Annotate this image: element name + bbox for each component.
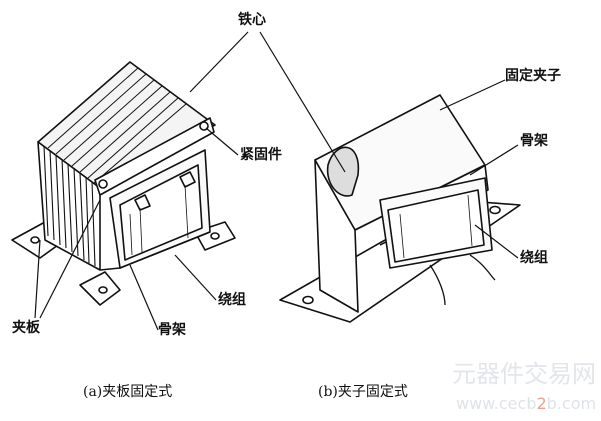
- lead-wire: [429, 264, 446, 306]
- leader-lines: [34, 31, 519, 331]
- label-clamp-plate: 夹板: [12, 320, 40, 336]
- watermark-title: 元器件交易网: [452, 360, 596, 388]
- caption-a: (a)夹板固定式: [83, 384, 173, 400]
- mount-foot-front: [79, 271, 121, 306]
- watermark-url-mid: 2: [536, 394, 547, 413]
- watermark-url-post: b.com: [546, 394, 597, 413]
- label-fixing-clip: 固定夹子: [505, 68, 561, 84]
- label-bobbin-a: 骨架: [158, 322, 186, 338]
- label-bobbin-b: 骨架: [520, 133, 548, 149]
- label-winding-a: 绕组: [218, 292, 246, 308]
- label-fastener: 紧固件: [240, 147, 282, 163]
- caption-b: (b)夹子固定式: [318, 384, 408, 400]
- fixing-clip-front: [314, 159, 359, 313]
- label-core: 铁心: [238, 12, 266, 28]
- watermark-url-pre: www.cecb: [456, 394, 537, 413]
- winding-a: [119, 164, 203, 261]
- winding-b: [387, 189, 485, 263]
- mount-foot-right: [194, 221, 236, 251]
- transformer-a: [11, 61, 236, 306]
- transformer-b: [279, 94, 521, 323]
- watermark-url: www.cecb2b.com: [456, 395, 596, 413]
- clamp-plate: [94, 117, 215, 196]
- label-winding-b: 绕组: [520, 250, 548, 266]
- core-visible: [326, 146, 360, 197]
